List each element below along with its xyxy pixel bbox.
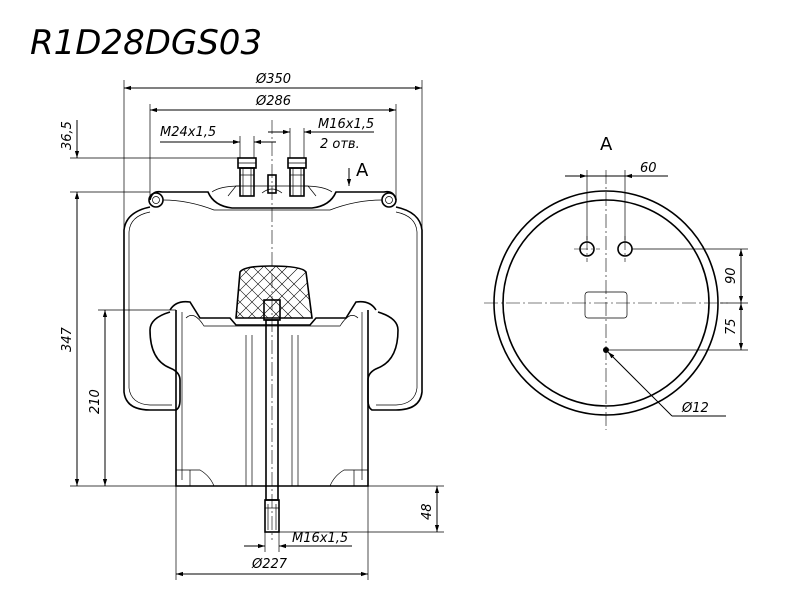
center-stud-top <box>261 174 283 194</box>
dim-outer-diameter: Ø350 <box>255 72 291 87</box>
side-dimensions: Ø350 Ø286 M24x1,5 M16x1,5 2 отв. 36,5 34… <box>60 72 444 580</box>
view-label: A <box>600 134 613 155</box>
section-marker-label: A <box>356 160 369 181</box>
piston <box>169 300 377 487</box>
small-hole <box>603 347 609 353</box>
dim-stud-height: 48 <box>420 503 435 520</box>
center-slot <box>584 291 628 319</box>
top-view: A <box>484 134 728 430</box>
dim-thread-top-left: M24x1,5 <box>160 125 216 140</box>
dim-thread-top-right: M16x1,5 <box>318 117 374 132</box>
right-bead <box>381 192 397 208</box>
dim-top-height: 36,5 <box>60 121 75 150</box>
dim-offset-90: 90 <box>724 267 739 284</box>
side-view: A <box>123 120 423 540</box>
top-view-dimensions: 60 90 75 Ø12 <box>565 161 748 417</box>
left-bead <box>148 192 164 208</box>
dim-hole-spacing: 60 <box>640 161 657 176</box>
section-marker: A <box>346 160 369 186</box>
dim-offset-75: 75 <box>724 318 739 335</box>
dim-small-hole: Ø12 <box>681 401 709 416</box>
air-fitting-right <box>287 157 307 197</box>
drawing-title: R1D28DGS03 <box>30 23 262 63</box>
center-stud <box>263 299 281 533</box>
mount-hole-left <box>574 236 600 262</box>
bellow-outline <box>123 206 181 411</box>
dim-piston-diameter: Ø227 <box>251 557 288 572</box>
air-fitting-left <box>237 157 257 197</box>
dim-bead-diameter: Ø286 <box>255 94 291 109</box>
dim-total-height: 347 <box>60 326 75 352</box>
dim-thread-bottom: M16x1,5 <box>292 531 348 546</box>
dim-piston-height: 210 <box>88 389 103 414</box>
top-plate <box>149 190 397 209</box>
bumper <box>235 265 313 319</box>
dim-thread-count: 2 отв. <box>320 137 360 152</box>
